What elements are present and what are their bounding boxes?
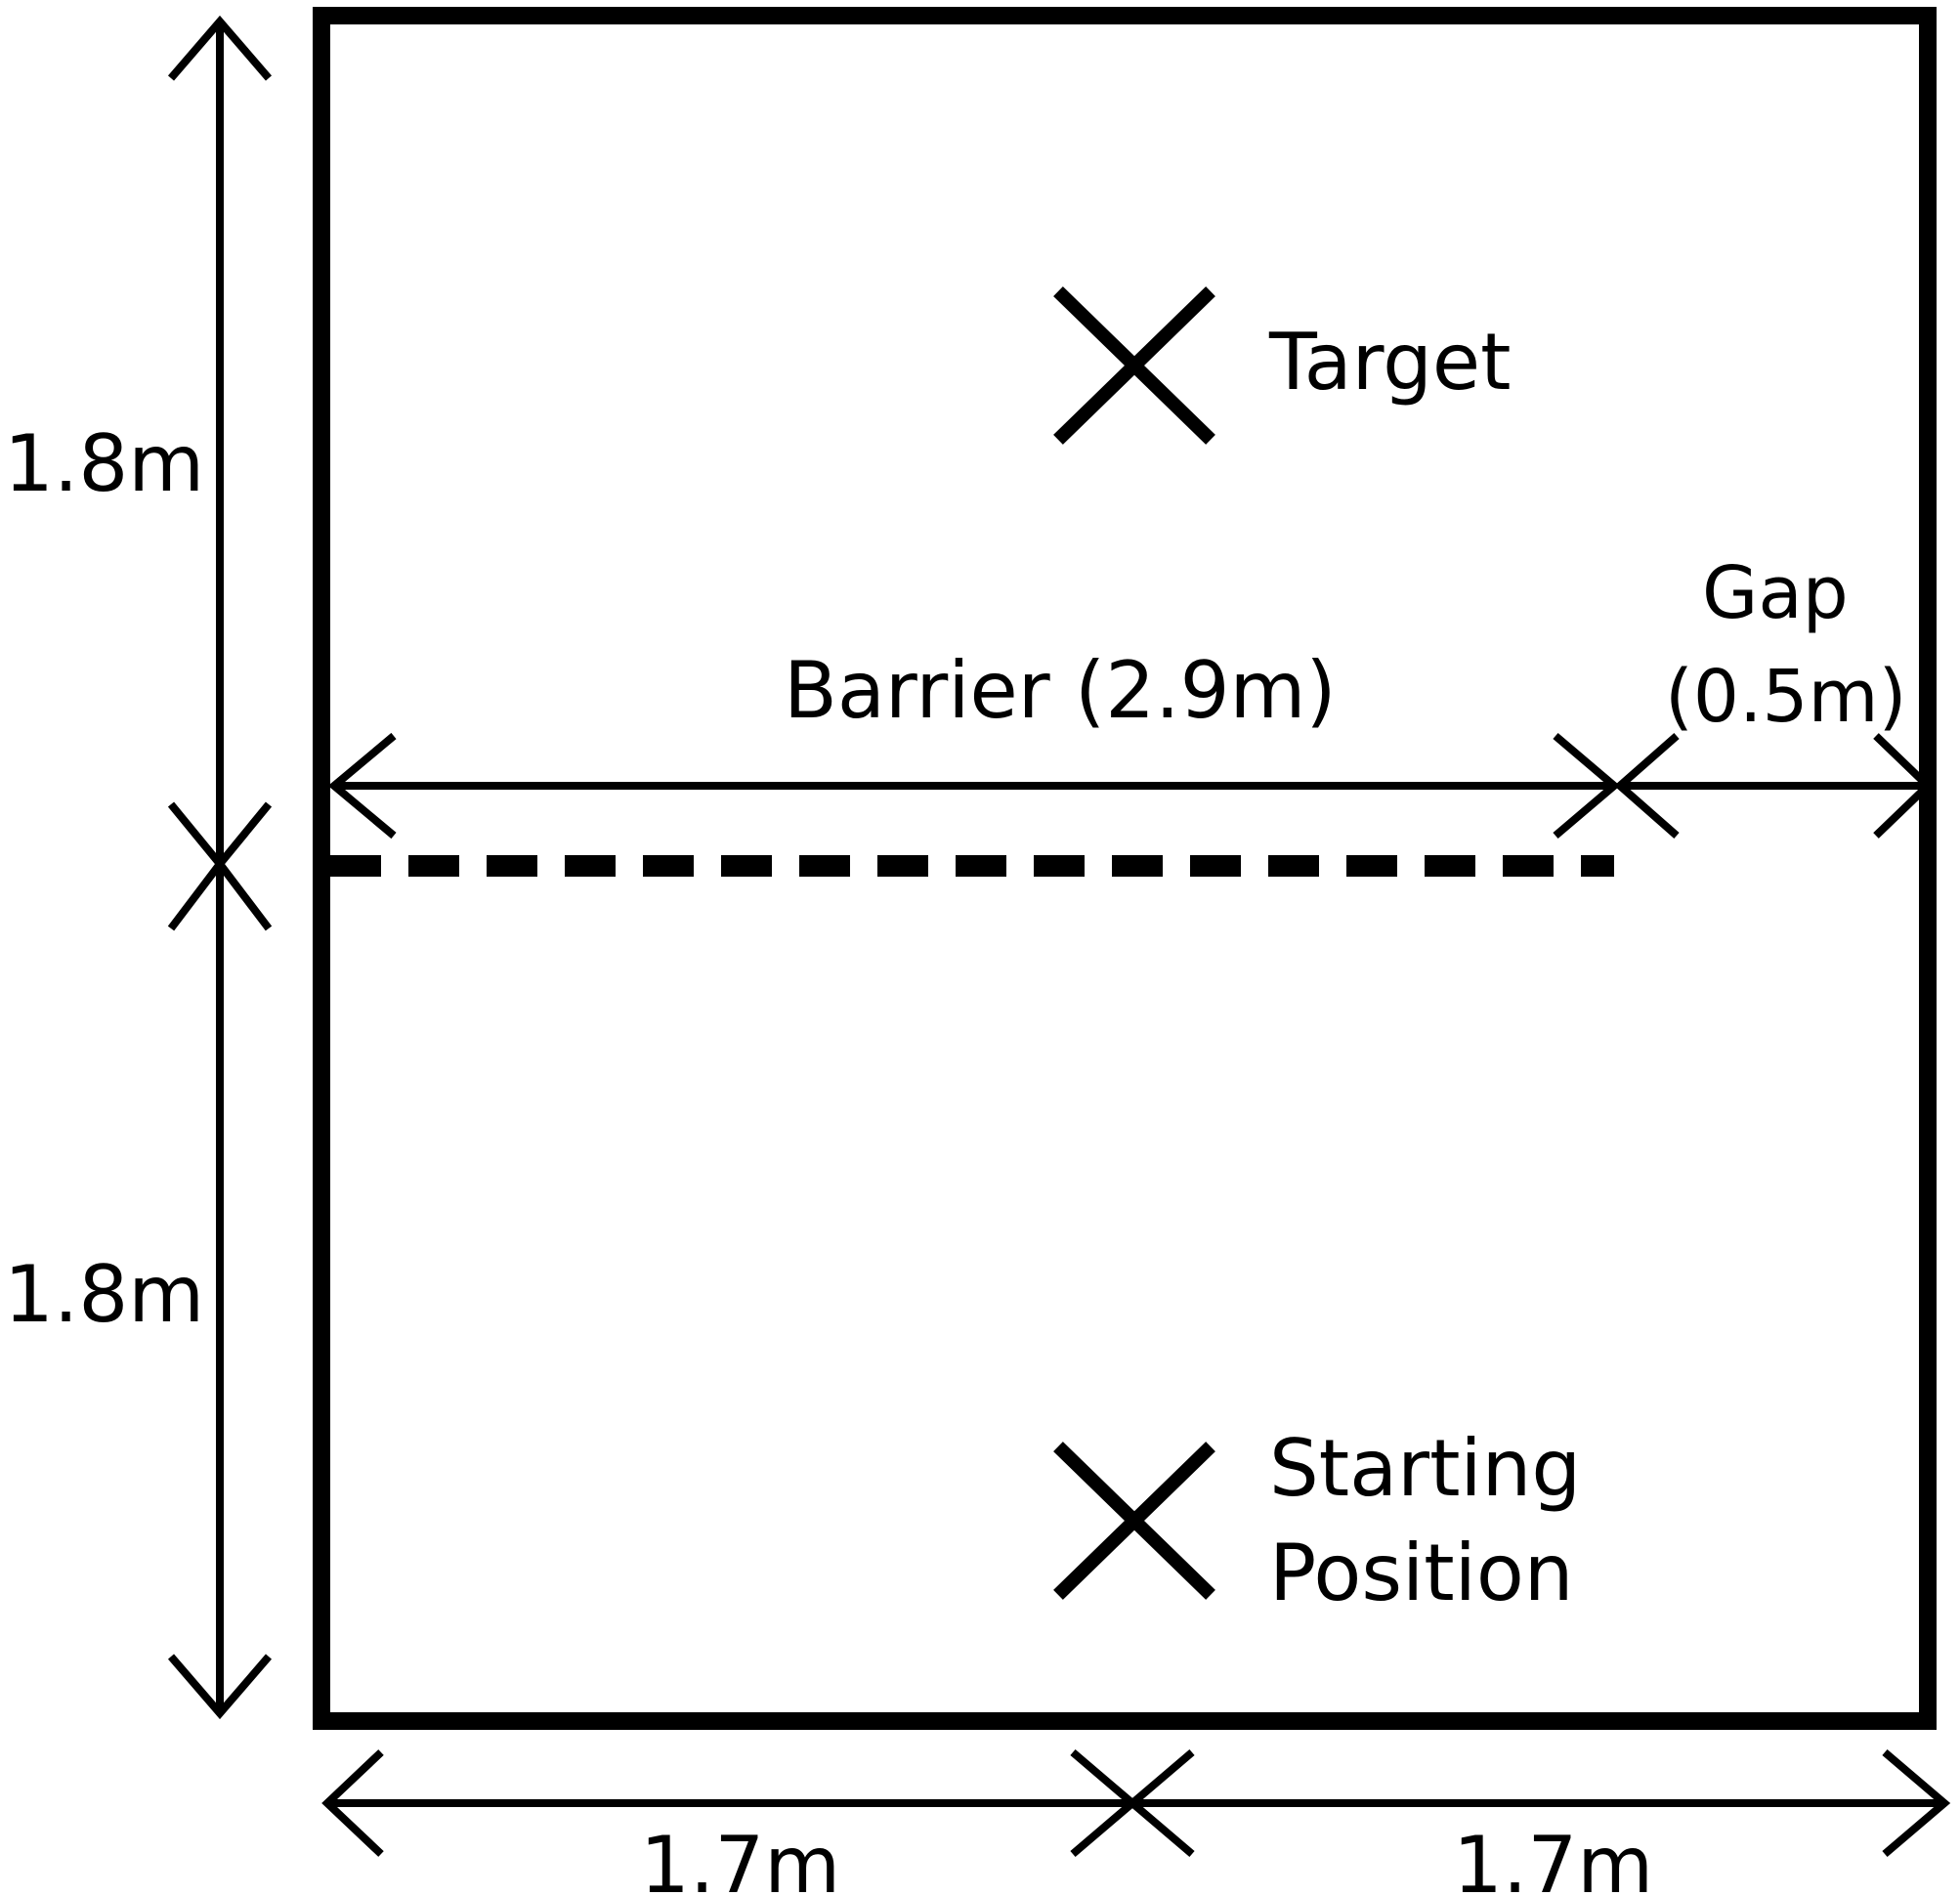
starting-position-label-line1: Starting — [1269, 1423, 1581, 1514]
target-marker-icon — [1053, 286, 1215, 445]
width-left-label: 1.7m — [640, 1820, 840, 1896]
target-label: Target — [1268, 317, 1512, 408]
gap-dimension-arrow — [1613, 732, 1934, 840]
room-boundary — [313, 7, 1937, 1730]
gap-label-line1: Gap — [1702, 551, 1849, 635]
width-right-label: 1.7m — [1453, 1820, 1653, 1896]
starting-position-label-line2: Position — [1269, 1528, 1573, 1618]
gap-label-line2: (0.5m) — [1665, 655, 1907, 739]
barrier-dimension-arrow — [327, 732, 1621, 840]
height-upper-label: 1.8m — [4, 418, 204, 509]
starting-position-marker-icon — [1053, 1442, 1215, 1600]
height-lower-label: 1.8m — [4, 1249, 204, 1340]
width-right-dimension-arrow — [1126, 1748, 1951, 1858]
barrier-label: Barrier (2.9m) — [784, 645, 1337, 736]
height-lower-dimension-arrow — [167, 857, 273, 1720]
